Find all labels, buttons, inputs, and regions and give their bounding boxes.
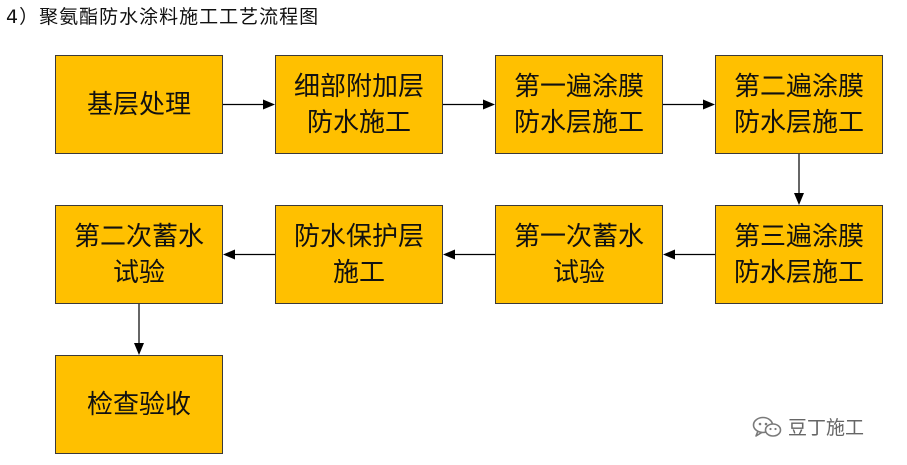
arrow-step-first-coat-to-step-second-coat: [663, 99, 715, 110]
step-inspection-acceptance-line1: 检查验收: [86, 389, 191, 420]
step-third-coat-line2: 防水层施工: [733, 257, 864, 288]
step-base-treatment: 基层处理: [55, 55, 223, 154]
arrow-step-protective-layer-to-step-second-water-test: [223, 249, 275, 260]
step-third-coat-line1: 第三遍涂膜: [733, 221, 864, 252]
step-first-coat-line2: 防水层施工: [513, 107, 644, 138]
step-first-water-test: 第一次蓄水 试验: [495, 205, 663, 304]
watermark-text: 豆丁施工: [788, 417, 865, 439]
step-first-water-test-line2: 试验: [552, 257, 605, 288]
step-detail-additional-layer-line1: 细部附加层: [293, 71, 424, 102]
step-second-water-test-line2: 试验: [112, 257, 165, 288]
step-second-water-test-line1: 第二次蓄水: [73, 221, 204, 252]
step-first-coat-line1: 第一遍涂膜: [513, 71, 644, 102]
watermark: 豆丁施工: [752, 413, 864, 440]
step-second-coat: 第二遍涂膜 防水层施工: [715, 55, 883, 154]
step-third-coat: 第三遍涂膜 防水层施工: [715, 205, 883, 304]
step-first-coat: 第一遍涂膜 防水层施工: [495, 55, 663, 154]
wechat-icon: [752, 416, 782, 437]
arrow-step-base-treatment-to-step-detail-additional-layer: [223, 99, 275, 110]
step-protective-layer-line1: 防水保护层: [293, 221, 424, 252]
arrow-step-second-water-test-to-step-inspection-acceptance: [134, 304, 144, 355]
arrow-step-first-water-test-to-step-protective-layer: [443, 249, 495, 260]
diagram-title: 4）聚氨酯防水涂料施工工艺流程图: [6, 6, 320, 28]
step-base-treatment-line1: 基层处理: [86, 89, 191, 120]
step-detail-additional-layer: 细部附加层 防水施工: [275, 55, 443, 154]
step-first-water-test-line1: 第一次蓄水: [513, 221, 644, 252]
step-protective-layer: 防水保护层 施工: [275, 205, 443, 304]
step-inspection-acceptance: 检查验收: [55, 355, 223, 454]
arrow-step-second-coat-to-step-third-coat: [794, 154, 804, 205]
step-second-water-test: 第二次蓄水 试验: [55, 205, 223, 304]
arrow-step-detail-additional-layer-to-step-first-coat: [443, 99, 495, 110]
step-second-coat-line2: 防水层施工: [733, 107, 864, 138]
arrow-step-third-coat-to-step-first-water-test: [663, 249, 715, 260]
step-protective-layer-line2: 施工: [332, 257, 385, 288]
step-detail-additional-layer-line2: 防水施工: [306, 107, 411, 138]
step-second-coat-line1: 第二遍涂膜: [733, 71, 864, 102]
